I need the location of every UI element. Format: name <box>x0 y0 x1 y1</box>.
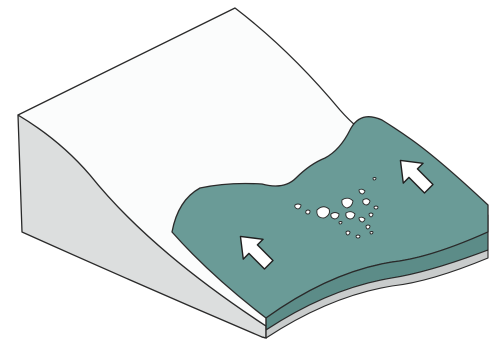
rock-debris-cluster <box>294 177 379 239</box>
flow-arrow-right <box>399 159 434 194</box>
arrow-up-left-icon <box>239 235 274 270</box>
block-edge-line <box>261 318 267 339</box>
arrow-up-left-icon <box>399 159 434 194</box>
front-strip <box>265 249 489 339</box>
flow-arrow-left <box>239 235 274 270</box>
